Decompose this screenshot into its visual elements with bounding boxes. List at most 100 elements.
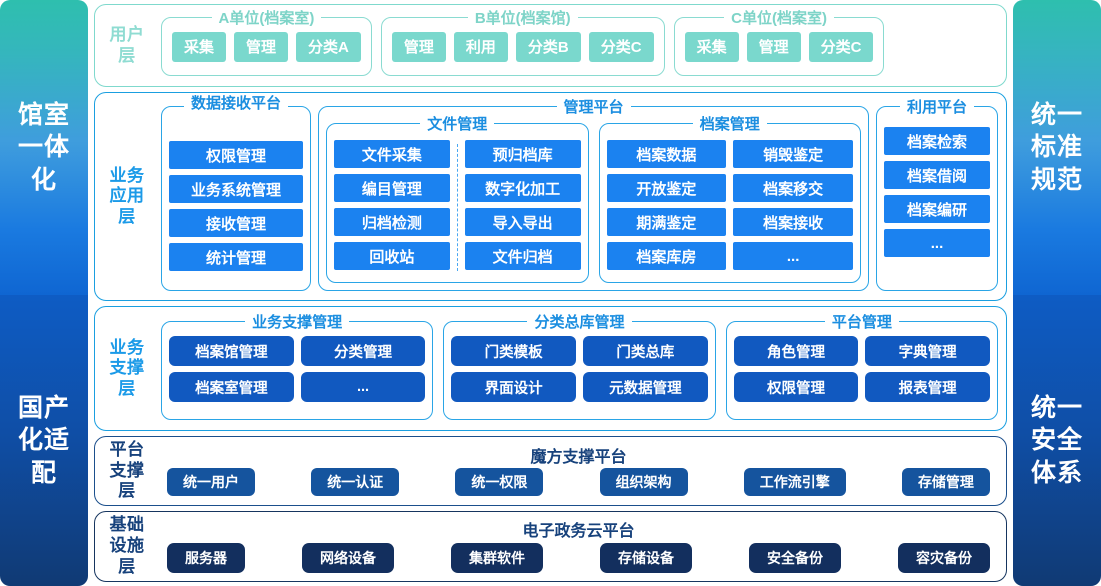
layer-application-label-wrap: 业务应用层 [95,93,159,300]
layer-user-body: A单位(档案室) 采集 管理 分类A B单位(档案馆) 管理 利用 [159,5,1006,86]
chip-infra-5[interactable]: 容灾备份 [898,543,990,574]
chip-clr-3[interactable]: 元数据管理 [583,372,708,403]
rail-right-label-security: 统一安全体系 [1030,393,1083,487]
group-utilization-title-wrap: 利用平台 [877,96,997,118]
chip-recv-0[interactable]: 权限管理 [169,141,303,170]
group-unit-a-title-wrap: A单位(档案室) [162,7,371,28]
chip-plat-3[interactable]: 组织架构 [599,468,688,497]
chip-recv-2[interactable]: 接收管理 [169,209,303,238]
layer-infrastructure-body: 电子政务云平台 服务器 网络设备 集群软件 存储设备 安全备份 容灾备份 [159,514,1006,578]
group-archive-management-title: 档案管理 [692,113,767,135]
pfm-row-2: 权限管理 报表管理 [733,372,990,403]
left-rail: 馆室一体化 国产化适配 [0,0,88,586]
chip-bsm-2[interactable]: 档案室管理 [169,372,294,403]
layer-user: 用户层 A单位(档案室) 采集 管理 分类A B单位(档案馆) [94,4,1007,88]
chip-file-c1-0[interactable]: 文件采集 [334,140,450,169]
chip-unit-b-3[interactable]: 分类C [588,31,654,62]
clr-row-1: 门类模板 门类总库 [451,336,708,367]
group-unit-a-items: 采集 管理 分类A [172,31,361,62]
group-management-platform: 管理平台 文件管理 文件采集 编目管理 归档检测 [318,96,869,292]
chip-use-1[interactable]: 档案借阅 [884,161,990,190]
chip-use-0[interactable]: 档案检索 [884,127,990,156]
chip-bsm-0[interactable]: 档案馆管理 [169,336,294,367]
group-business-support-management-title: 业务支撑管理 [245,311,350,333]
group-data-receiving-items: 权限管理 业务系统管理 接收管理 统计管理 [169,141,303,283]
chip-clr-2[interactable]: 界面设计 [451,372,576,403]
layer-platform-support-label-wrap: 平台支撑层 [95,440,159,502]
chip-unit-a-1[interactable]: 管理 [234,31,289,62]
group-classification-repository-title-wrap: 分类总库管理 [444,311,714,333]
rail-left-label-integration: 馆室一体化 [17,100,70,194]
chip-plat-5[interactable]: 存储管理 [901,468,990,497]
group-archive-management-title-wrap: 档案管理 [600,113,861,135]
rail-right-label-standards: 统一标准规范 [1030,100,1083,194]
chip-clr-1[interactable]: 门类总库 [583,336,708,367]
chip-recv-1[interactable]: 业务系统管理 [169,175,303,204]
chip-arch-c2-1[interactable]: 档案移交 [733,174,853,203]
chip-file-c2-2[interactable]: 导入导出 [464,208,581,237]
archive-management-col-1: 档案数据 开放鉴定 期满鉴定 档案库房 [606,140,727,275]
chip-pfm-0[interactable]: 角色管理 [733,336,859,367]
rail-right-segment-security: 统一安全体系 [1013,295,1101,586]
chip-plat-2[interactable]: 统一权限 [455,468,544,497]
rail-right-segment-standards: 统一标准规范 [1013,0,1101,295]
chip-infra-0[interactable]: 服务器 [167,543,245,574]
infrastructure-title: 电子政务云平台 [522,523,635,541]
chip-file-c1-2[interactable]: 归档检测 [334,208,450,237]
chip-unit-c-1[interactable]: 管理 [746,31,801,62]
chip-infra-2[interactable]: 集群软件 [451,543,543,574]
chip-clr-0[interactable]: 门类模板 [451,336,576,367]
chip-arch-c1-0[interactable]: 档案数据 [606,140,727,169]
group-unit-c-title: C单位(档案室) [724,7,834,28]
chip-unit-b-2[interactable]: 分类B [515,31,581,62]
chip-infra-3[interactable]: 存储设备 [600,543,692,574]
chip-arch-c1-3[interactable]: 档案库房 [606,242,727,271]
layer-business-support: 业务支撑层 业务支撑管理 档案馆管理 分类管理 档案室管理 ... [94,306,1007,432]
chip-arch-c1-1[interactable]: 开放鉴定 [606,174,727,203]
chip-file-c2-0[interactable]: 预归档库 [464,140,581,169]
group-file-management: 文件管理 文件采集 编目管理 归档检测 回收站 [326,113,589,284]
chip-file-c2-1[interactable]: 数字化加工 [464,174,581,203]
chip-file-c1-1[interactable]: 编目管理 [334,174,450,203]
chip-arch-c2-3[interactable]: ... [733,242,853,271]
chip-arch-c2-0[interactable]: 销毁鉴定 [733,140,853,169]
group-classification-repository-title: 分类总库管理 [527,311,632,333]
chip-use-3[interactable]: ... [884,229,990,258]
layer-user-label-wrap: 用户层 [95,5,159,86]
group-platform-management-title-wrap: 平台管理 [727,311,997,333]
layer-platform-support-label: 平台支撑层 [109,439,145,501]
chip-pfm-3[interactable]: 报表管理 [865,372,990,403]
chip-file-c2-3[interactable]: 文件归档 [464,242,581,271]
chip-plat-4[interactable]: 工作流引擎 [743,468,846,497]
chip-plat-0[interactable]: 统一用户 [167,468,255,497]
chip-pfm-2[interactable]: 权限管理 [733,372,859,403]
chip-bsm-1[interactable]: 分类管理 [300,336,426,367]
chip-recv-3[interactable]: 统计管理 [169,243,303,272]
layer-application: 业务应用层 数据接收平台 权限管理 业务系统管理 接收管理 统计管理 [94,92,1007,302]
chip-pfm-1[interactable]: 字典管理 [865,336,990,367]
chip-unit-b-0[interactable]: 管理 [391,31,446,62]
chip-file-c1-3[interactable]: 回收站 [334,242,450,271]
group-management-title-wrap: 管理平台 [319,96,868,118]
group-unit-b: B单位(档案馆) 管理 利用 分类B 分类C [380,7,665,77]
chip-unit-b-1[interactable]: 利用 [453,31,508,62]
layer-user-label: 用户层 [109,24,145,65]
group-data-receiving-title-wrap: 数据接收平台 [162,95,310,114]
chip-infra-1[interactable]: 网络设备 [302,543,394,574]
chip-infra-4[interactable]: 安全备份 [749,543,841,574]
layer-application-body: 数据接收平台 权限管理 业务系统管理 接收管理 统计管理 管理平台 [159,93,1006,300]
chip-arch-c1-2[interactable]: 期满鉴定 [606,208,727,237]
chip-plat-1[interactable]: 统一认证 [311,468,400,497]
chip-unit-a-2[interactable]: 分类A [296,31,361,62]
platform-support-title: 魔方支撑平台 [530,449,627,467]
right-rail: 统一标准规范 统一安全体系 [1013,0,1101,586]
group-data-receiving-title: 数据接收平台 [184,95,289,114]
chip-bsm-3[interactable]: ... [300,372,426,403]
chip-use-2[interactable]: 档案编研 [884,195,990,224]
chip-arch-c2-2[interactable]: 档案接收 [733,208,853,237]
chip-unit-c-2[interactable]: 分类C [808,31,874,62]
chip-unit-a-0[interactable]: 采集 [172,31,227,62]
chip-unit-c-0[interactable]: 采集 [684,31,739,62]
group-unit-b-items: 管理 利用 分类B 分类C [391,31,654,62]
